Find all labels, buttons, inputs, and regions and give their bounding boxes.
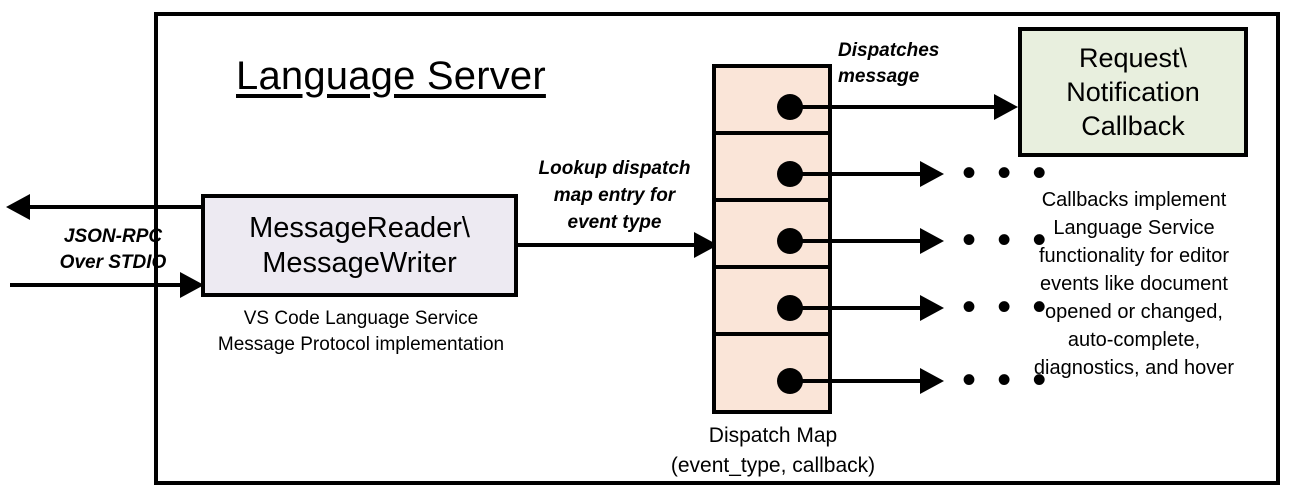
dispatch-row-4-arrow-head-icon — [920, 295, 944, 321]
outbound-arrow-shaft — [30, 205, 205, 209]
inbound-arrow-shaft — [10, 283, 182, 287]
dispatches-message-label: Dispatches message — [838, 40, 940, 87]
lookup-dispatch-label: Lookup dispatch map entry for event type — [538, 158, 691, 233]
json-rpc-label: JSON-RPC Over STDIO — [59, 226, 167, 273]
request-notification-callback-label: Request\ Notification Callback — [1066, 43, 1200, 141]
message-reader-writer-label: MessageReader\ MessageWriter — [249, 211, 470, 279]
dispatch-row-5-arrow-shaft — [790, 379, 926, 383]
dispatch-row-1-arrow-shaft — [790, 105, 1000, 109]
message-reader-writer-caption: VS Code Language Service Message Protoco… — [217, 308, 505, 355]
dispatch-map-row[interactable] — [712, 64, 832, 135]
dispatch-row-4-arrow-shaft — [790, 306, 926, 310]
message-reader-writer-box[interactable]: MessageReader\ MessageWriter — [201, 194, 518, 297]
dispatch-row-3-arrow-shaft — [790, 239, 926, 243]
dispatch-map-row[interactable] — [712, 332, 832, 414]
dispatch-map-row[interactable] — [712, 198, 832, 269]
page-title: Language Server — [236, 54, 546, 98]
dispatch-map — [712, 64, 832, 414]
ellipsis-row-2: • • • — [962, 151, 1052, 195]
language-server-boundary — [154, 12, 1280, 485]
lookup-arrow-shaft — [514, 243, 700, 247]
dispatch-row-2-arrow-head-icon — [920, 161, 944, 187]
arrow-left-outbound-icon — [6, 194, 30, 220]
dispatch-row-3-arrow-head-icon — [920, 228, 944, 254]
dispatch-map-row[interactable] — [712, 265, 832, 336]
dispatch-map-caption: Dispatch Map (event_type, callback) — [670, 424, 876, 477]
dispatch-row-5-arrow-head-icon — [920, 368, 944, 394]
dispatch-row-1-arrow-head-icon — [994, 94, 1018, 120]
callback-description: Callbacks implement Language Service fun… — [1033, 189, 1235, 379]
dispatch-map-row[interactable] — [712, 131, 832, 202]
dispatch-row-2-arrow-shaft — [790, 172, 926, 176]
arrow-right-inbound-icon — [180, 272, 204, 298]
request-notification-callback-box[interactable]: Request\ Notification Callback — [1018, 27, 1248, 157]
